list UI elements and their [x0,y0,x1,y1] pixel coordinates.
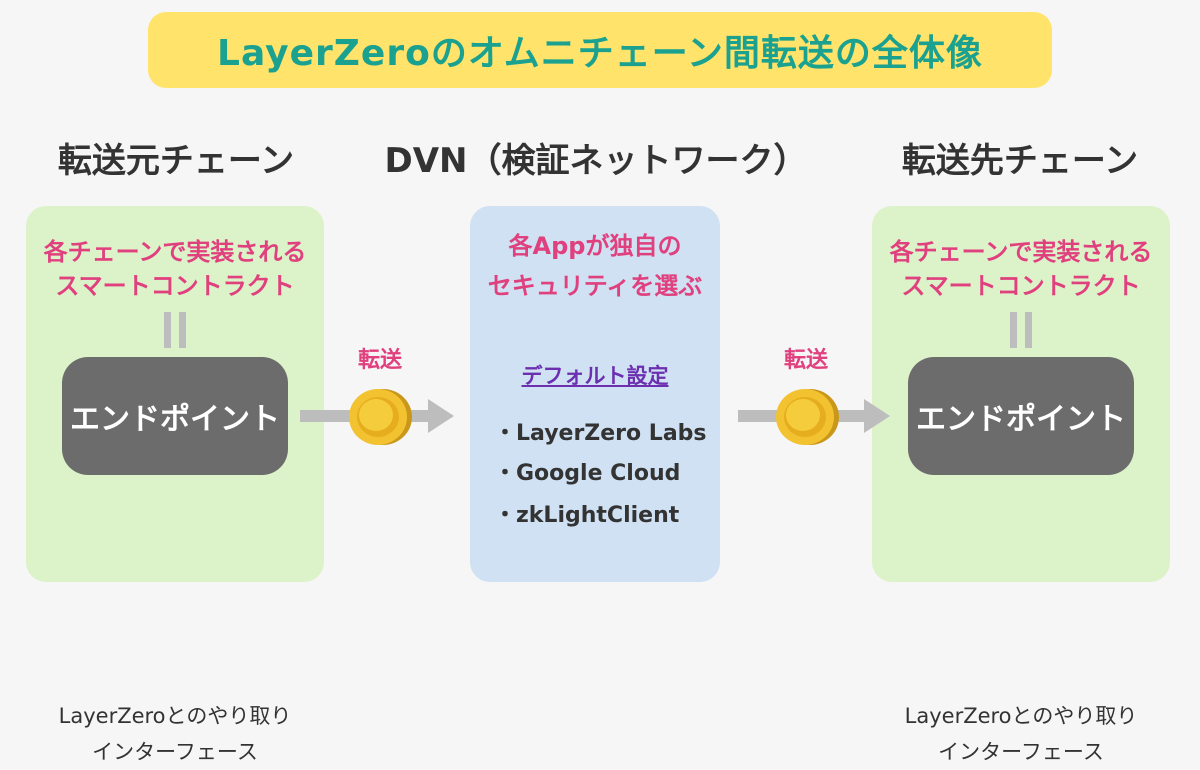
default-settings-label: デフォルト設定 [521,364,669,388]
interface-label-line1: LayerZeroとのやり取り [904,704,1138,728]
validator-item: ・Google Cloud [494,461,681,486]
source-chain-heading: 転送元チェーン [57,140,295,181]
dvn-description: 各Appが独自の セキュリティを選ぶ [470,226,720,306]
diagram-title: LayerZeroのオムニチェーン間転送の全体像 [217,33,983,74]
contract-label-line2: スマートコントラクト [55,272,295,300]
contract-label-line2: スマートコントラクト [901,272,1141,300]
destination-chain-heading: 転送先チェーン [901,140,1139,181]
validator-item: ・LayerZero Labs [494,421,707,446]
interface-label: LayerZeroとのやり取り インターフェース [26,698,324,770]
dvn-heading: DVN（検証ネットワーク） [384,140,808,181]
transfer-label: 転送 [783,348,828,373]
interface-label-line2: インターフェース [92,740,258,764]
dvn-panel [470,206,720,582]
contract-label-line1: 各チェーンで実装される [43,238,307,266]
equals-icon [1006,312,1036,348]
interface-label-line1: LayerZeroとのやり取り [58,704,292,728]
arrow-head-icon [864,399,890,433]
dvn-description-line1: 各Appが独自の [508,232,682,260]
coin-icon [349,389,412,445]
transfer-label: 転送 [357,348,402,373]
validator-item: ・zkLightClient [494,503,680,528]
title-banner: LayerZeroのオムニチェーン間転送の全体像 [148,12,1052,88]
contract-label-line1: 各チェーンで実装される [889,238,1153,266]
dvn-description-line2: セキュリティを選ぶ [487,272,703,300]
coin-icon [776,389,839,445]
source-endpoint-box: エンドポイント [62,357,288,475]
arrow-head-icon [428,399,454,433]
equals-icon [160,312,190,348]
interface-label: LayerZeroとのやり取り インターフェース [872,698,1170,770]
interface-label-line2: インターフェース [938,740,1104,764]
destination-endpoint-box: エンドポイント [908,357,1134,475]
